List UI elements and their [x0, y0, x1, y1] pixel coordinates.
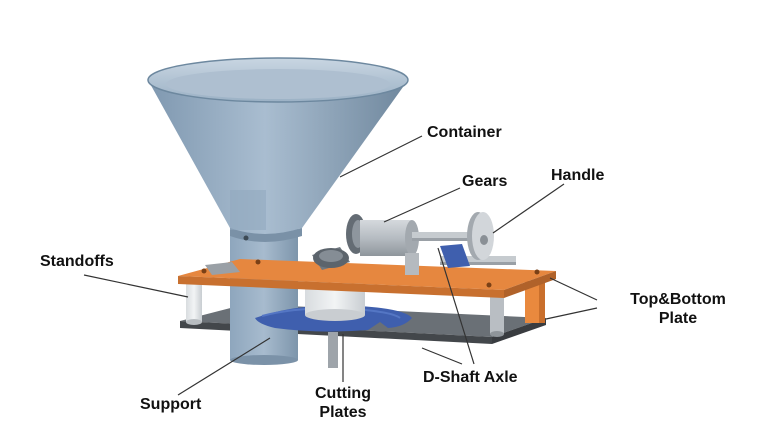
clamp-bracket: [205, 262, 240, 275]
leader-standoffs: [83, 274, 189, 298]
shaft-bottom: [328, 332, 338, 368]
label-d-shaft-axle: D-Shaft Axle: [423, 369, 518, 386]
label-cutting-line2: Plates: [319, 404, 367, 421]
leader-gears: [383, 187, 461, 223]
label-top-bottom-plate: Top&Bottom Plate: [608, 290, 748, 328]
bevel-gears: [312, 214, 366, 270]
label-container: Container: [427, 124, 502, 141]
funnel-container: [147, 57, 409, 242]
label-cutting-plates: Cutting Plates: [298, 384, 388, 422]
label-plate-line1: Top&Bottom: [630, 291, 726, 308]
leader-axle-a: [421, 347, 463, 365]
d-shaft-axle: [412, 232, 516, 268]
standoffs: [186, 280, 545, 337]
leader-bottom-plate: [545, 307, 598, 320]
drive-cylinder: [360, 220, 419, 275]
label-plate-line2: Plate: [658, 310, 698, 327]
label-standoffs: Standoffs: [40, 253, 114, 270]
leader-axle-b: [437, 247, 475, 365]
support-column: [230, 228, 298, 365]
top-plate: [178, 259, 556, 298]
leader-handle: [492, 183, 565, 234]
label-gears: Gears: [462, 173, 508, 190]
label-support: Support: [140, 396, 202, 413]
leader-container: [339, 135, 423, 178]
leader-support: [177, 337, 271, 396]
label-handle: Handle: [551, 167, 605, 184]
handle-wheel: [467, 212, 494, 260]
label-cutting-line1: Cutting: [315, 385, 371, 402]
leader-top-plate: [549, 277, 598, 301]
leader-lines: [83, 135, 598, 396]
